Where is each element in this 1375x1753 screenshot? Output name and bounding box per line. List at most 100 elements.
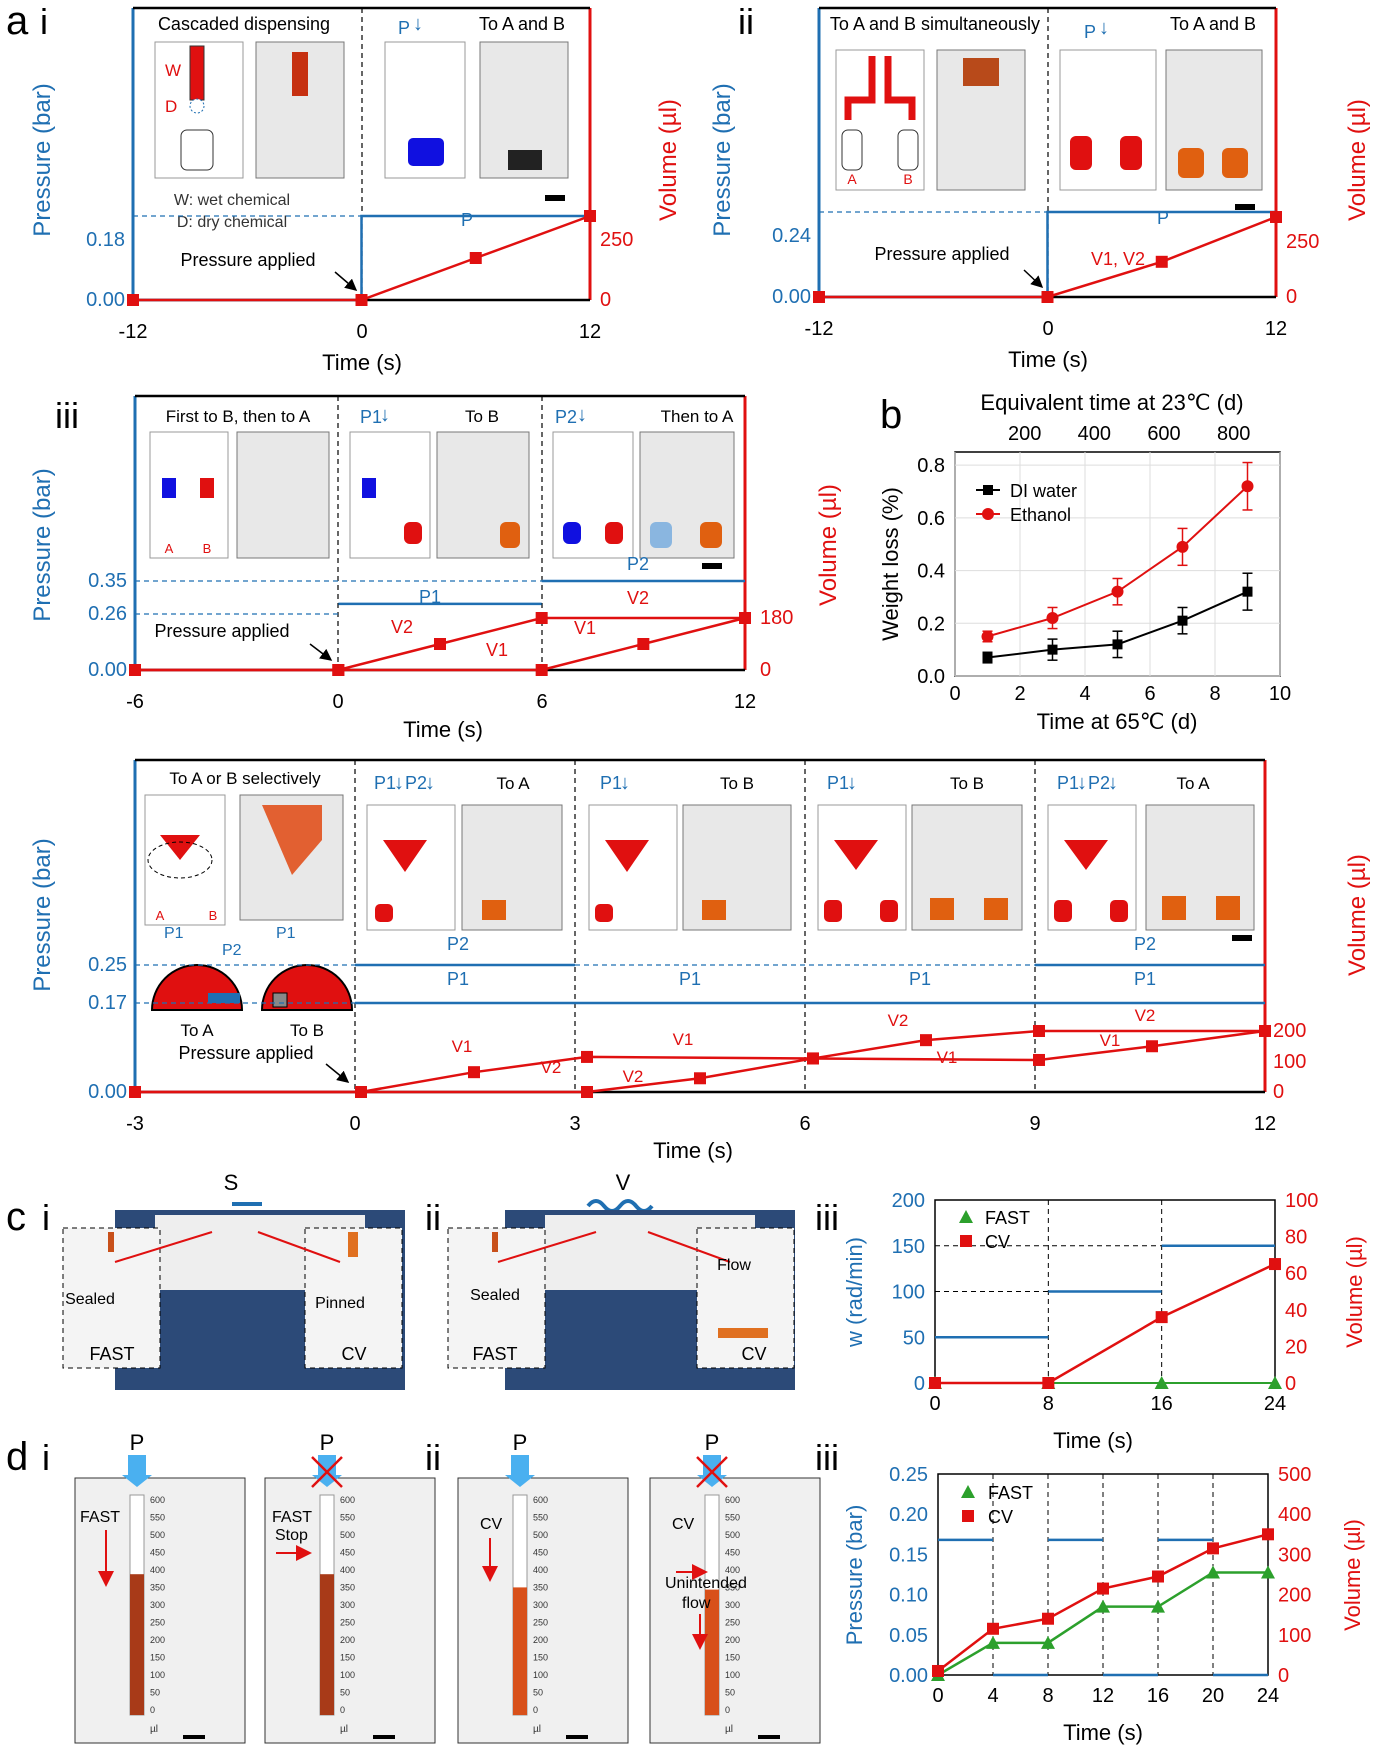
a-iv-pressure-label: Pressure (bar) [29,838,56,991]
d-tube-scale-tick: 550 [340,1513,355,1523]
d-tube-scale-tick: 500 [340,1530,355,1540]
c-iii-ytick-left: 50 [903,1327,925,1349]
c-ii-inset-cv [696,1227,795,1369]
d-tube-scale-tick: 0 [533,1705,538,1715]
a-iv-device-4-v2 [880,900,898,922]
a-iii-v2-label-2: V2 [627,588,649,608]
a-iv-p2-label-2: P2 [1134,934,1156,954]
a-iv-device-1 [144,794,226,926]
a-iv-photo-5-fill-a [1162,896,1186,920]
b-xtick: 2 [1014,683,1025,705]
a-iii-pointer-arrow [309,643,333,661]
c-iii-cv-marker [1155,1311,1168,1324]
b-marker-ethanol [1176,540,1189,553]
panel-label-c-iii: iii [815,1197,839,1238]
d-tube-scale-tick: 150 [150,1653,165,1663]
panel-a-iii: Pressure (bar) Volume (µl) First to B, t… [29,394,842,742]
a-iv-photo-3-fill [702,900,726,920]
c-iii-ytick-right: 20 [1285,1336,1307,1358]
d-tube-liquid [513,1587,527,1715]
a-iv-zoom-p1-a: P1 [164,925,184,942]
a-i-legend-d: D: dry chemical [177,214,287,231]
d-iii-ytick-left: 0.00 [889,1665,928,1687]
a-ii-xtick-1: 0 [1042,318,1053,340]
a-ii-volume-marker [813,291,825,303]
d-tube-scale-tick: 450 [340,1548,355,1558]
a-iii-xtick-1: 0 [332,691,343,713]
d-iii-cv-marker [1207,1542,1219,1555]
d-tube-p-arrow-icon [318,1455,336,1475]
a-ii-pressure-applied: Pressure applied [874,244,1009,264]
d-iii-legend-cv: CV [988,1507,1013,1527]
a-i-scale-bar [545,195,565,201]
a-iii-title-3: Then to A [661,407,734,426]
d-tube-p-arrow-icon [128,1455,146,1475]
a-iii-p2-down-arrow-icon: ↓ [577,404,587,426]
a-iii-scale-bar [702,563,722,569]
b-ytick: 0.2 [917,613,945,635]
c-ii-fast-liquid [492,1232,498,1252]
a-ii-p-arrow-label: P [1084,22,1096,42]
panel-label-d-ii: ii [425,1437,441,1478]
d-iii-ytick-left: 0.25 [889,1464,928,1486]
a-iii-blue-channel [162,478,176,498]
a-iv-photo-5-fill-b [1216,896,1240,920]
a-iv-xlabel: Time (s) [653,1138,733,1163]
a-iv-xtick-2: 3 [569,1113,580,1135]
a-i-pressure-label: Pressure (bar) [29,83,56,236]
a-iv-photo-4-fill-b [984,898,1008,920]
a-iv-device-4-v1 [824,900,842,922]
b-marker-ethanol [1046,612,1059,625]
d-iii-cv-marker [1097,1582,1109,1595]
d-i-stop-label: Stop [275,1527,308,1544]
a-iv-to-a-label: To A [180,1021,214,1040]
a-ii-curve-label: V1, V2 [1091,249,1145,269]
a-iii-pressure-applied: Pressure applied [154,621,289,641]
b-marker-water [1047,644,1058,655]
c-iii-ytick-right: 40 [1285,1300,1307,1322]
c-i-cv-liquid [348,1232,358,1257]
a-i-photo-1-liquid [292,52,308,96]
b-marker-water [982,652,993,663]
a-iv-volume-marker [1033,1053,1045,1066]
a-iii-red-channel [200,478,214,498]
a-iv-zoom-p2-a: P2 [222,942,242,959]
d-tube-scale-tick: 600 [340,1495,355,1505]
a-iv-volume-line-1 [135,1029,1266,1094]
c-iii-legend-cv-marker [960,1235,972,1247]
d-tube-scale-bar [566,1735,588,1739]
d-iii-ytick-right: 500 [1278,1464,1311,1486]
a-i-volume-line [133,214,591,302]
d-tube-scale-tick: 600 [725,1495,740,1505]
a-iv-h5-p2: P2 [1088,773,1110,793]
c-ii-line-2 [647,1231,731,1263]
d-iii-fast-marker [1096,1599,1110,1613]
d-tube-scale-tick: 200 [533,1635,548,1645]
b-marker-ethanol [1111,585,1124,598]
c-iii-ylabel-right: Volume (µl) [1342,1236,1367,1348]
a-iii-ytick-l-0: 0.35 [88,570,127,592]
d-tube-scale-tick: 100 [725,1670,740,1680]
c-i-line-2 [257,1231,341,1263]
a-iv-h3-p1-arrow-icon: ↓ [620,772,630,794]
c-iii-ytick-right: 0 [1285,1373,1296,1395]
a-ii-plot [813,210,1282,303]
d-tube-scale-bar [373,1735,395,1739]
a-iv-ytick-r-1: 100 [1273,1051,1306,1073]
a-ii-red-channels [844,56,916,120]
a-iii-p1-down-arrow-icon: ↓ [380,404,390,426]
a-iv-v1-label-1: V1 [452,1037,473,1056]
c-iii-ytick-right: 60 [1285,1263,1307,1285]
panel-a-ii: Pressure (bar) Volume (µl) To A and B si… [709,6,1371,372]
c-i-cv-label: CV [341,1344,366,1364]
a-ii-scale-bar [1235,204,1255,210]
a-i-xtick-2: 12 [579,321,601,343]
a-iv-title-1: To A or B selectively [169,769,321,788]
d-tube-scale-tick: 600 [533,1495,548,1505]
c-iii-fast-marker [1154,1376,1169,1389]
a-i-photo-2-fill [508,150,542,170]
a-iv-xtick-0: -3 [126,1113,144,1135]
d-iii-cv-marker [1262,1528,1274,1541]
a-iv-ytick-l-0: 0.25 [88,954,127,976]
c-iii-xtick: 24 [1264,1393,1286,1415]
